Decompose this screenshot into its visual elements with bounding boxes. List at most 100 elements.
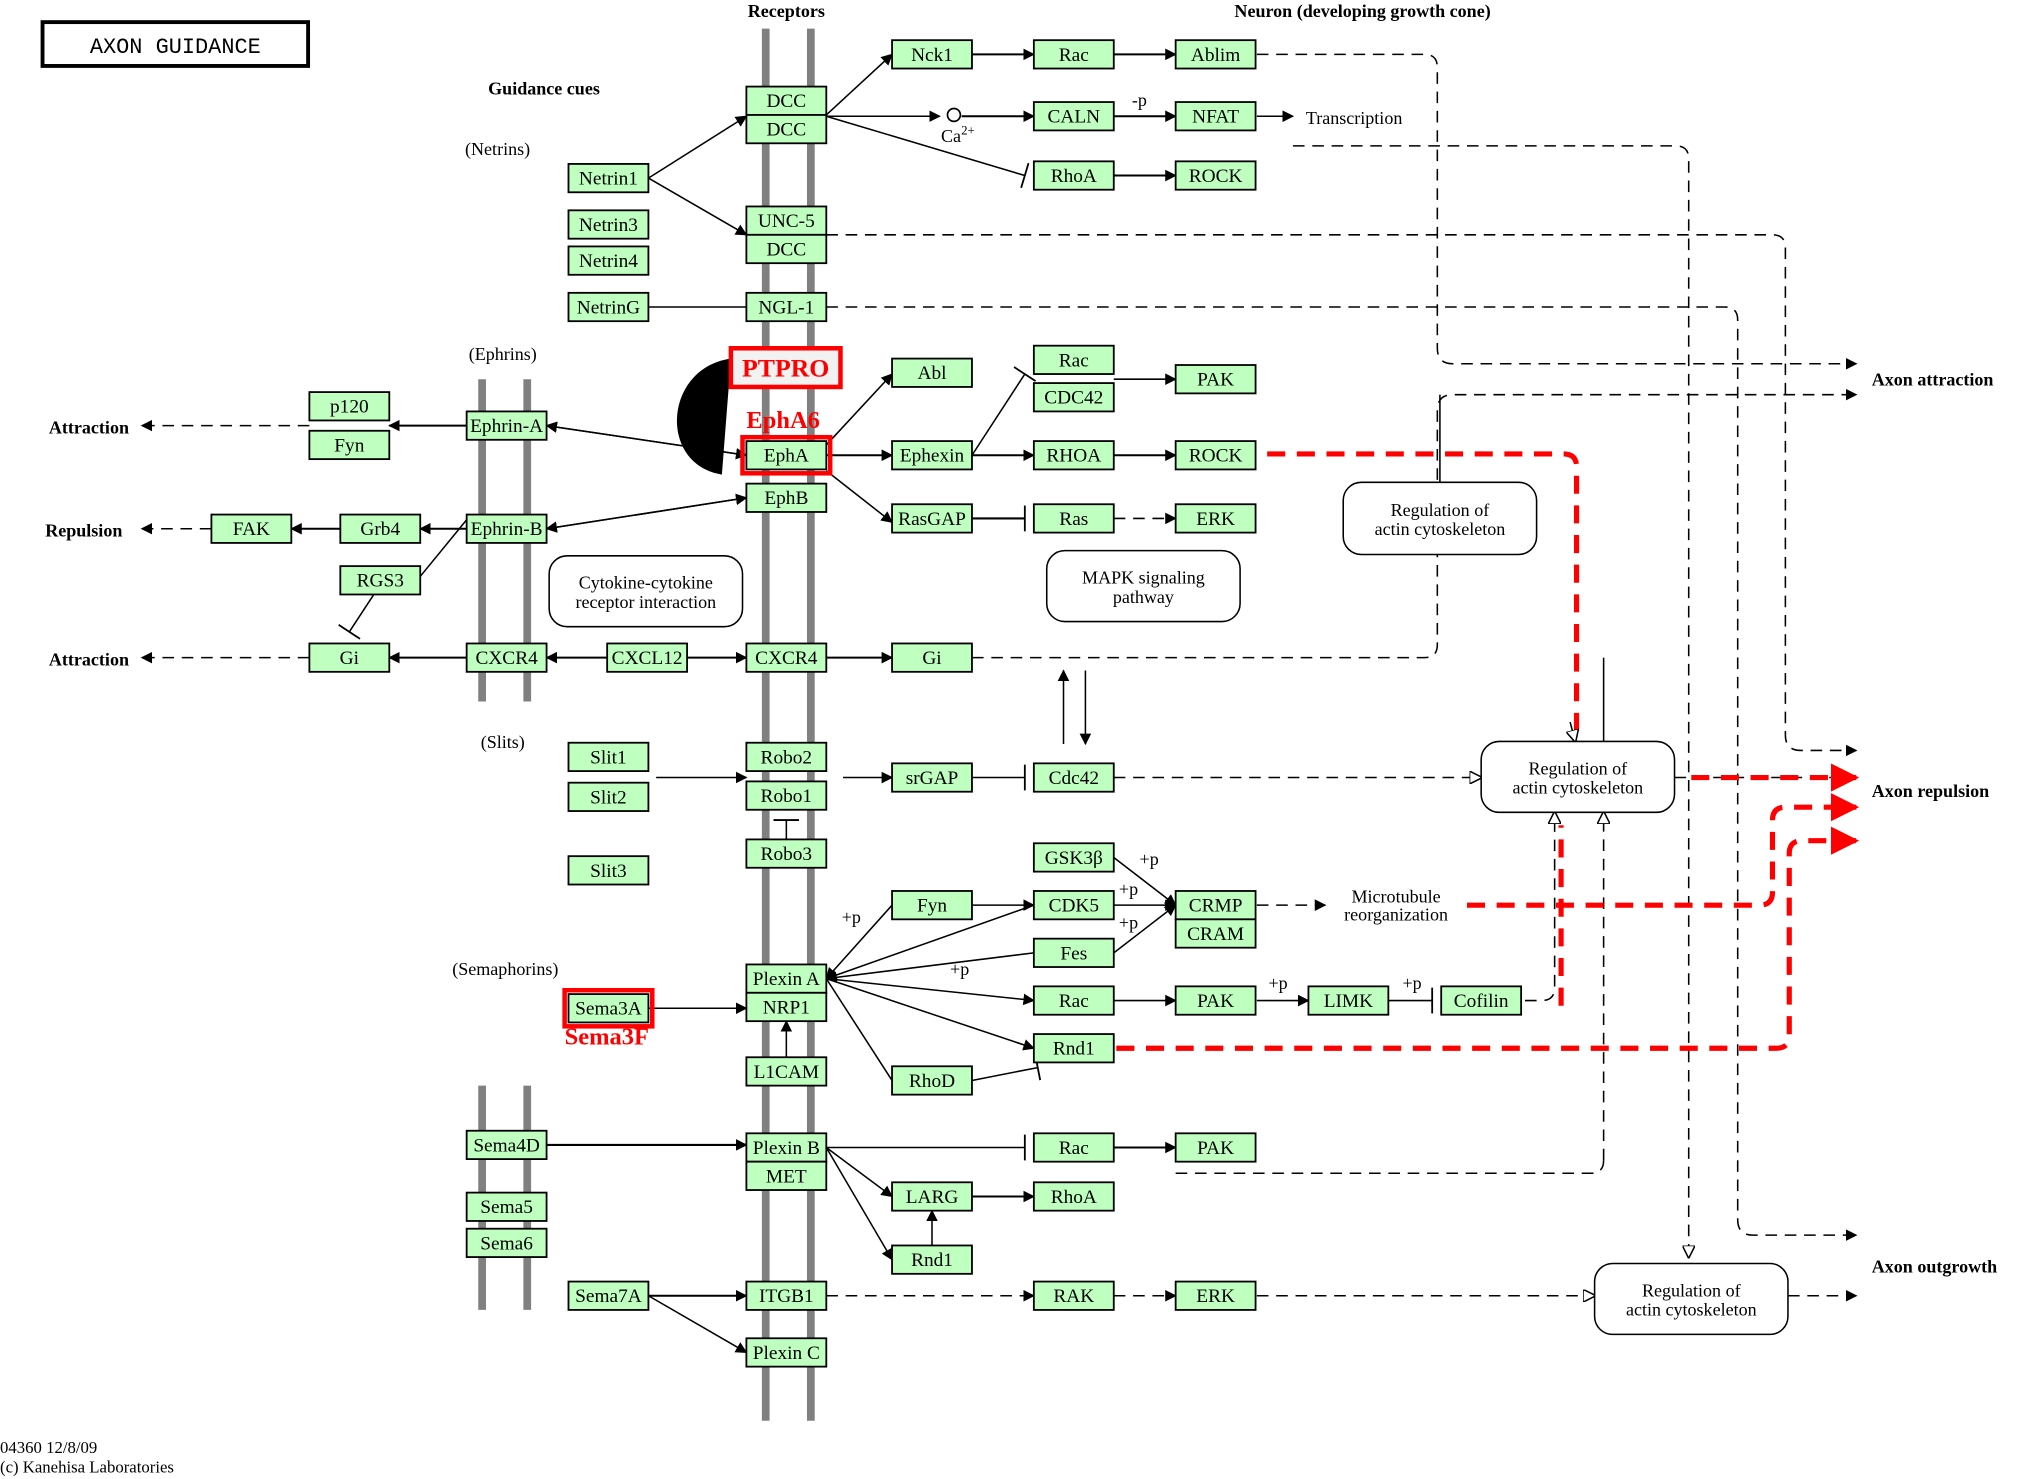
gene-node-caln[interactable]: CALN [1032, 101, 1115, 132]
gene-node-plexina[interactable]: Plexin A [745, 963, 828, 994]
gene-label: Rnd1 [911, 1250, 953, 1271]
gene-node-dcc_b[interactable]: DCC [745, 114, 828, 145]
gene-node-dcc_a[interactable]: DCC [745, 85, 828, 116]
gene-node-fyn1[interactable]: Fyn [308, 429, 391, 461]
gene-node-slit1[interactable]: Slit1 [567, 741, 650, 772]
gene-node-met[interactable]: MET [745, 1160, 828, 1191]
gene-node-netrin4[interactable]: Netrin4 [567, 245, 650, 276]
gene-node-rnd1a[interactable]: Rnd1 [1032, 1033, 1115, 1064]
gene-node-fak[interactable]: FAK [210, 513, 293, 544]
gene-node-ephrina[interactable]: Ephrin-A [465, 410, 548, 441]
gene-node-l1cam[interactable]: L1CAM [745, 1056, 828, 1087]
gene-label: CRAM [1187, 924, 1244, 945]
edge-indirect [826, 306, 1858, 1241]
gene-node-erk1[interactable]: ERK [1174, 503, 1257, 534]
gene-box [1032, 382, 1115, 413]
annotation-plus-p: +p [1119, 912, 1138, 932]
gene-node-fyn2[interactable]: Fyn [891, 890, 973, 921]
gene-label: Plexin B [753, 1138, 820, 1159]
gene-node-grb4[interactable]: Grb4 [339, 513, 422, 544]
gene-node-nrp1[interactable]: NRP1 [745, 991, 828, 1023]
gene-node-sema4d[interactable]: Sema4D [465, 1129, 548, 1161]
gene-node-unc5[interactable]: UNC-5 [745, 205, 828, 236]
gene-node-rhoa1[interactable]: RhoA [1032, 160, 1115, 191]
gene-node-abl[interactable]: Abl [891, 357, 973, 388]
gene-node-sema6[interactable]: Sema6 [465, 1227, 548, 1258]
gene-label: CXCR4 [475, 648, 538, 669]
gene-box [465, 1129, 548, 1161]
gene-node-cdc42a[interactable]: CDC42 [1032, 382, 1115, 413]
gene-label: Ephrin-B [471, 519, 543, 540]
gene-label: Fyn [334, 435, 364, 456]
gene-node-pak2[interactable]: PAK [1174, 985, 1257, 1016]
gene-node-rnd1b[interactable]: Rnd1 [891, 1244, 973, 1275]
gene-node-gsk3b[interactable]: GSK3β [1032, 842, 1115, 873]
gene-node-dcc_c[interactable]: DCC [745, 233, 828, 265]
gene-node-ephexin[interactable]: Ephexin [891, 440, 973, 471]
gene-label: CDC42 [1044, 388, 1103, 409]
gene-node-cxcr4a[interactable]: CXCR4 [465, 642, 548, 673]
gene-label: RhoA [1051, 1187, 1097, 1208]
gene-node-epha[interactable]: EphA [740, 434, 833, 476]
gene-node-rac4[interactable]: Rac [1032, 1132, 1115, 1163]
gene-node-slit2[interactable]: Slit2 [567, 781, 650, 812]
gene-node-sema7a[interactable]: Sema7A [567, 1280, 650, 1311]
gene-node-pak3[interactable]: PAK [1174, 1132, 1257, 1163]
gene-node-srgap[interactable]: srGAP [891, 762, 973, 793]
gene-node-nck1[interactable]: Nck1 [891, 39, 973, 70]
gene-node-fes[interactable]: Fes [1032, 937, 1115, 968]
gene-node-rhod[interactable]: RhoD [891, 1065, 973, 1096]
gene-node-cram[interactable]: CRAM [1174, 918, 1257, 949]
gene-node-erk2[interactable]: ERK [1174, 1280, 1257, 1311]
gene-node-sema3a[interactable]: Sema3A [562, 987, 655, 1029]
gene-node-cxcl12[interactable]: CXCL12 [606, 642, 688, 673]
gene-node-rac3[interactable]: Rac [1032, 985, 1115, 1016]
gene-node-netring[interactable]: NetrinG [567, 291, 650, 323]
gene-node-robo3[interactable]: Robo3 [745, 838, 828, 869]
gene-node-crmp[interactable]: CRMP [1174, 890, 1257, 921]
gene-node-rock2[interactable]: ROCK [1174, 440, 1257, 471]
map-label: actin cytoskeleton [1375, 519, 1506, 539]
gene-node-ephrinb[interactable]: Ephrin-B [465, 513, 548, 544]
gene-node-itgb1[interactable]: ITGB1 [745, 1280, 828, 1311]
gene-node-netrin3[interactable]: Netrin3 [567, 209, 650, 240]
gene-node-rgs3[interactable]: RGS3 [339, 565, 422, 596]
gene-node-rasgap[interactable]: RasGAP [891, 503, 973, 534]
gene-node-ras[interactable]: Ras [1032, 503, 1115, 534]
gene-node-slit3[interactable]: Slit3 [567, 855, 650, 886]
gene-node-gi1[interactable]: Gi [308, 642, 391, 673]
gene-node-p120[interactable]: p120 [308, 391, 391, 422]
gene-node-larg[interactable]: LARG [891, 1181, 973, 1212]
gene-box [308, 429, 391, 461]
gene-node-robo1[interactable]: Robo1 [745, 780, 828, 811]
gene-node-nfat[interactable]: NFAT [1174, 101, 1257, 132]
gene-node-ptpro[interactable]: PTPRO [728, 346, 843, 390]
gene-node-ephb[interactable]: EphB [745, 482, 828, 513]
gene-node-cdk5[interactable]: CDK5 [1032, 890, 1115, 921]
gene-node-limk[interactable]: LIMK [1307, 985, 1390, 1016]
gene-node-netrin1[interactable]: Netrin1 [567, 163, 650, 194]
gene-node-rac2[interactable]: Rac [1032, 344, 1115, 375]
gene-node-rac1[interactable]: Rac [1032, 39, 1115, 70]
gene-node-robo2[interactable]: Robo2 [745, 741, 828, 772]
gene-node-gi2[interactable]: Gi [891, 642, 973, 673]
gene-node-rhoa2[interactable]: RHOA [1032, 440, 1115, 471]
gene-node-plexinb[interactable]: Plexin B [745, 1132, 828, 1163]
gene-node-ablim[interactable]: Ablim [1174, 39, 1257, 70]
gene-label: NFAT [1192, 107, 1239, 128]
gene-node-cxcr4b[interactable]: CXCR4 [745, 642, 828, 673]
gene-node-cofilin[interactable]: Cofilin [1440, 985, 1523, 1016]
gene-node-rock1[interactable]: ROCK [1174, 160, 1257, 191]
gene-node-sema5[interactable]: Sema5 [465, 1191, 548, 1222]
gene-node-rak[interactable]: RAK [1032, 1280, 1115, 1311]
gene-node-ngl1[interactable]: NGL-1 [745, 291, 828, 323]
gene-node-pak1[interactable]: PAK [1174, 364, 1257, 395]
gene-node-rhoa3[interactable]: RhoA [1032, 1181, 1115, 1212]
gene-node-cdc42b[interactable]: Cdc42 [1032, 762, 1115, 793]
gene-node-plexinc[interactable]: Plexin C [745, 1337, 828, 1368]
